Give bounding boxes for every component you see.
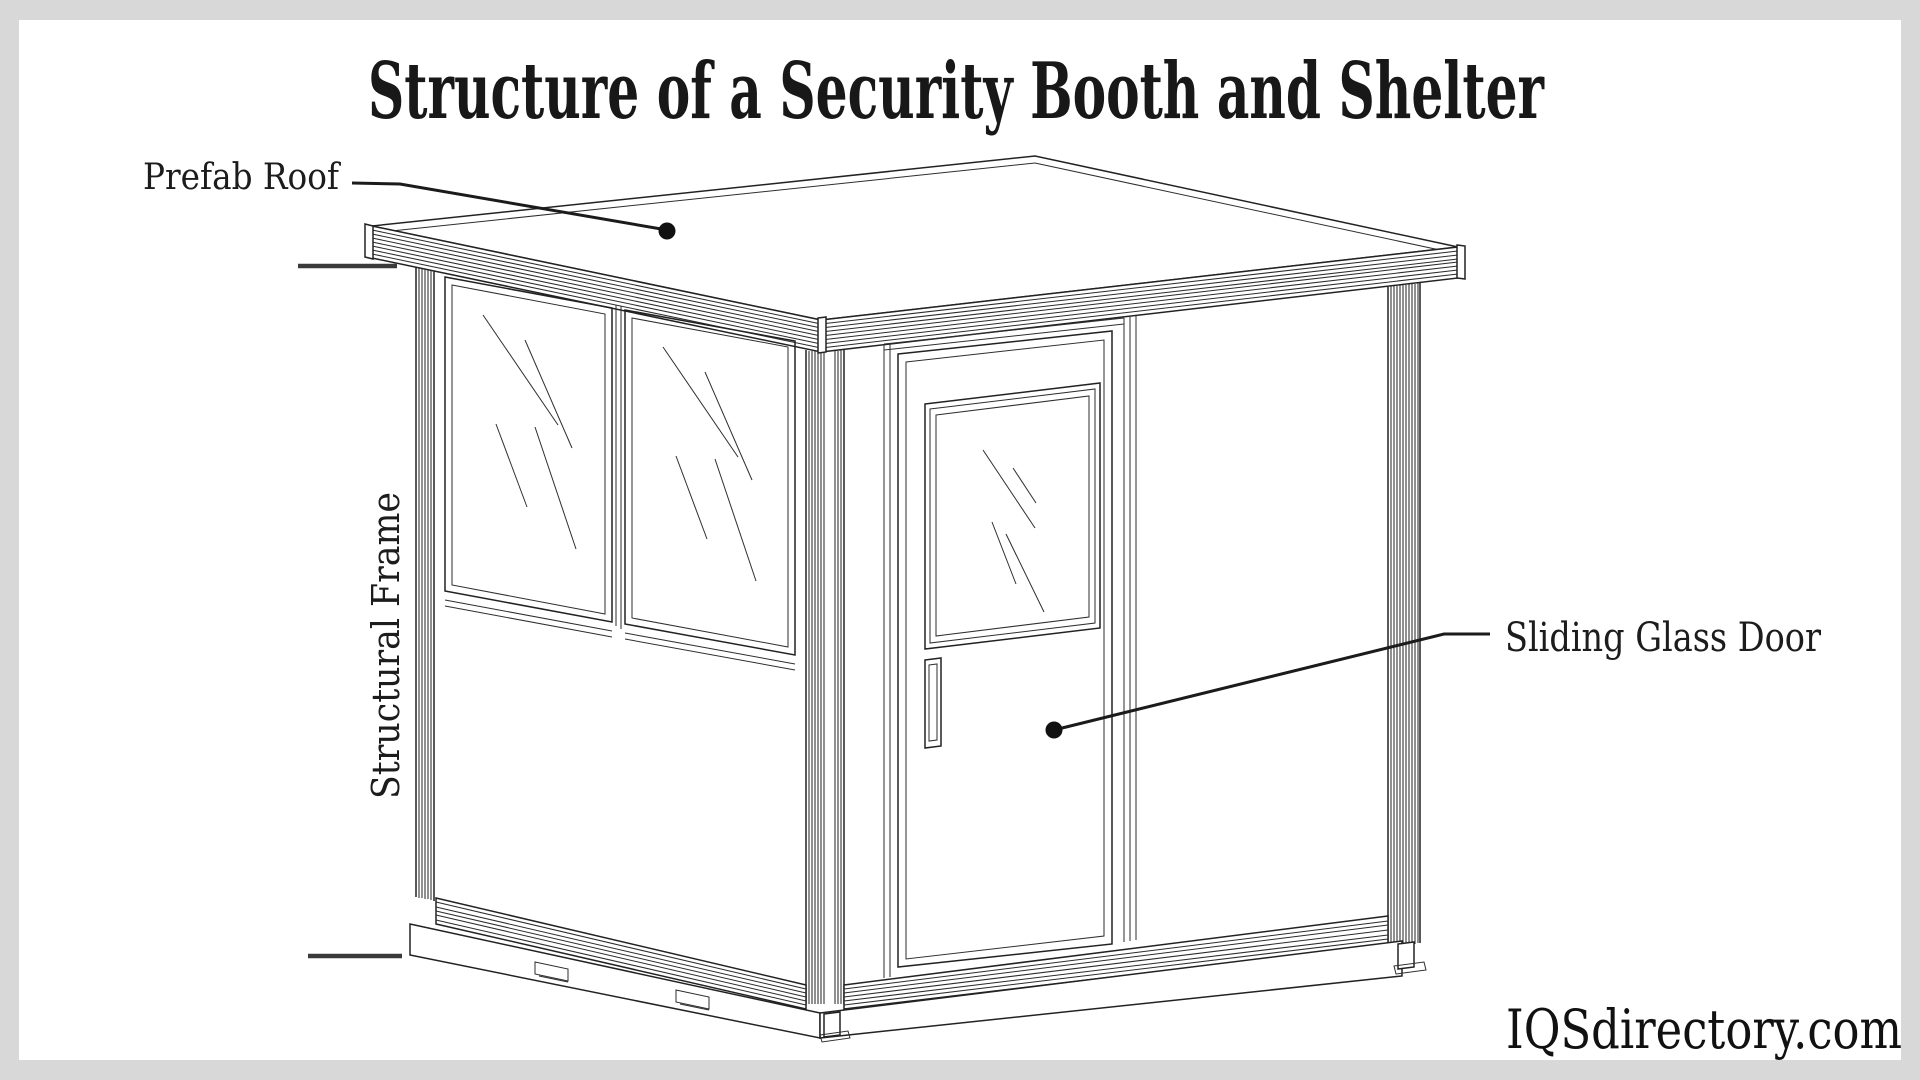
leader-line [1053, 632, 1490, 732]
callout-prefab-roof: Prefab Roof [143, 157, 676, 240]
glass-reflection-lines [662, 346, 757, 582]
roof-fascia-left-hatch [371, 229, 822, 349]
glass-reflection-lines [482, 314, 577, 550]
sliding-glass-door [897, 330, 1113, 968]
sliding-door-frame [883, 316, 1137, 978]
structural-frame-left-post [415, 267, 435, 901]
label-prefab-roof: Prefab Roof [143, 157, 341, 198]
foot-right [1393, 941, 1427, 975]
left-wall-window-2 [624, 309, 796, 671]
door-handle [924, 657, 942, 749]
booth-drawing [364, 155, 1466, 1043]
roof-fascia-right-hatch [820, 250, 1459, 349]
roof-edge-trim-right [1034, 162, 1450, 253]
watermark: IQSdirectory.com [1506, 998, 1902, 1061]
left-wall [415, 267, 796, 901]
callout-dot-roof [658, 222, 676, 240]
base-rail-right-hatch [843, 920, 1389, 1006]
window-mullion [615, 305, 622, 629]
roof-fascia-corner-cap [817, 316, 827, 354]
foot-front [819, 1011, 851, 1043]
callout-dot-door [1045, 721, 1063, 739]
base-frame [409, 897, 1427, 1043]
glass-reflection-lines [982, 449, 1045, 613]
roof-edge-trim-left [381, 162, 1036, 233]
structural-frame-front-post [805, 350, 845, 1004]
base-rail-left-hatch [435, 901, 807, 1006]
prefab-roof [364, 155, 1466, 354]
left-wall-window-1 [444, 276, 613, 638]
roof-fascia-endcap-right [1456, 244, 1466, 280]
forklift-slot-2 [675, 989, 710, 1011]
right-wall [883, 283, 1421, 978]
structural-frame-right-post [1387, 283, 1421, 947]
callout-sliding-glass-door: Sliding Glass Door [1045, 615, 1822, 739]
label-sliding-glass-door: Sliding Glass Door [1505, 615, 1822, 661]
door-window [924, 382, 1101, 650]
annotations: Prefab Roof Structural Frame Sliding Gla… [143, 46, 1902, 1061]
label-structural-frame: Structural Frame [364, 492, 408, 799]
roof-fascia-endcap-left [364, 223, 374, 260]
page-title: Structure of a Security Booth and Shelte… [368, 46, 1545, 137]
leader-line [351, 181, 668, 232]
forklift-slot-1 [534, 961, 569, 983]
base-skirt-right [819, 940, 1403, 1039]
